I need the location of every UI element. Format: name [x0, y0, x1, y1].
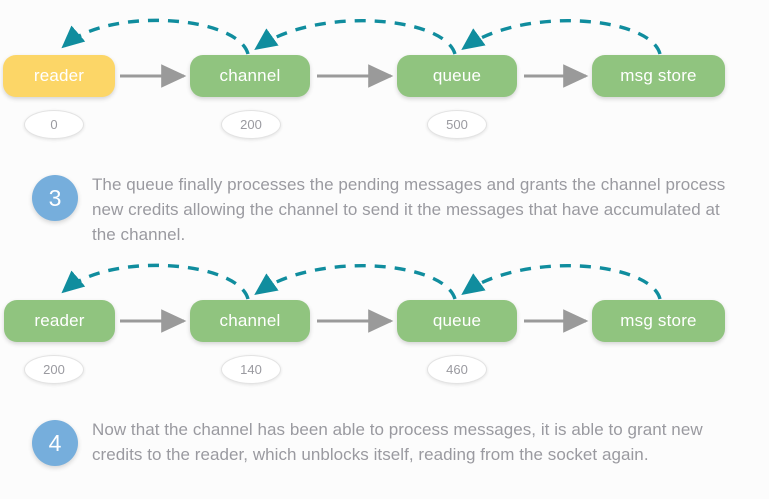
credit-badge-queue-value: 500 — [446, 117, 468, 132]
credit-badge-channel-value: 200 — [240, 117, 262, 132]
credit-arrow-queue-to-channel — [254, 264, 457, 300]
node-queue-label: queue — [432, 66, 482, 85]
credit-badge-queue-value: 460 — [446, 362, 468, 377]
step-badge-3-number: 3 — [48, 184, 62, 211]
credit-badge-reader: 0 — [24, 110, 84, 139]
node-reader-label: reader — [33, 66, 85, 85]
credit-arrow-queue-to-channel — [254, 19, 457, 55]
diagram-step-4: reader channel queue msg store 200 140 4… — [0, 245, 769, 395]
diagram-step-3-arrows — [61, 18, 662, 88]
credit-badge-reader-value: 0 — [50, 117, 58, 132]
step-badge-3: 3 — [32, 175, 78, 221]
caption-step-4-text: Now that the channel has been able to pr… — [92, 420, 703, 464]
node-channel[interactable]: channel — [190, 300, 310, 342]
caption-step-3-text: The queue finally processes the pending … — [92, 175, 726, 244]
credit-badge-channel-value: 140 — [240, 362, 262, 377]
node-reader[interactable]: reader — [4, 300, 115, 342]
node-queue-label: queue — [432, 311, 482, 330]
node-channel-label: channel — [219, 66, 281, 85]
node-queue[interactable]: queue — [397, 55, 517, 97]
credit-arrow-channel-to-reader — [61, 18, 250, 55]
credit-arrow-msg-store-to-queue — [461, 19, 662, 55]
node-msg-store[interactable]: msg store — [592, 55, 725, 97]
credit-badge-queue: 500 — [427, 110, 487, 139]
node-queue[interactable]: queue — [397, 300, 517, 342]
diagram-step-3: reader channel queue msg store 0 200 500 — [0, 0, 769, 150]
node-reader-label: reader — [34, 311, 85, 330]
caption-step-3: 3 The queue finally processes the pendin… — [0, 165, 769, 255]
node-channel[interactable]: channel — [190, 55, 310, 97]
diagram-step-4-arrows — [61, 263, 662, 333]
credit-badge-queue: 460 — [427, 355, 487, 384]
caption-step-4: 4 Now that the channel has been able to … — [0, 408, 769, 498]
credit-badge-reader: 200 — [24, 355, 84, 384]
node-msg-store-label: msg store — [620, 311, 697, 330]
step-badge-4-number: 4 — [48, 429, 62, 456]
credit-arrow-channel-to-reader — [61, 263, 250, 300]
node-msg-store[interactable]: msg store — [592, 300, 725, 342]
credit-arrow-msg-store-to-queue — [461, 264, 662, 300]
credit-badge-channel: 200 — [221, 110, 281, 139]
node-channel-label: channel — [219, 311, 281, 330]
node-reader[interactable]: reader — [3, 55, 115, 97]
credit-badge-reader-value: 200 — [43, 362, 65, 377]
credit-badge-channel: 140 — [221, 355, 281, 384]
node-msg-store-label: msg store — [620, 66, 697, 85]
step-badge-4: 4 — [32, 420, 78, 466]
